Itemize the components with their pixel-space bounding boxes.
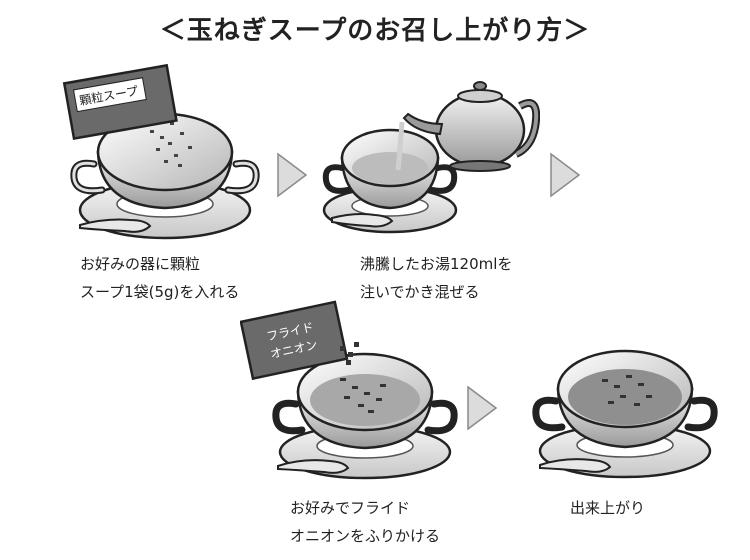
step1-line1: お好みの器に顆粒: [80, 255, 201, 273]
step2-line2: 注いでかき混ぜる: [360, 283, 480, 301]
step3-caption: お好みでフライド オニオンをふりかける: [290, 494, 440, 550]
step2-line1: 沸騰したお湯120mlを: [360, 255, 513, 273]
step4-caption: 出来上がり: [570, 494, 645, 522]
page-title: ＜玉ねぎスープのお召し上がり方＞: [159, 16, 591, 46]
step4-line1: 出来上がり: [570, 499, 646, 517]
step1-line2: スープ1袋(5g)を入れる: [80, 283, 240, 301]
step2-illustration: [322, 81, 540, 234]
arrow-icon: [550, 152, 581, 198]
granule-packet: 顆粒スープ: [62, 63, 178, 141]
arrow-icon: [277, 152, 308, 198]
granules: [150, 122, 192, 167]
step2-caption: 沸騰したお湯120mlを 注いでかき混ぜる: [360, 250, 512, 306]
step1-caption: お好みの器に顆粒 スープ1袋(5g)を入れる: [80, 250, 239, 306]
step1-illustration: 顆粒スープ: [62, 63, 260, 240]
teapot: [402, 81, 540, 172]
spoon: [79, 218, 152, 233]
arrow-icon: [467, 385, 498, 431]
step3-illustration: フライド オニオン: [240, 300, 458, 480]
step4-illustration: [532, 349, 718, 479]
step3-line1: お好みでフライド: [290, 499, 411, 517]
step3-line2: オニオンをふりかける: [290, 527, 441, 545]
